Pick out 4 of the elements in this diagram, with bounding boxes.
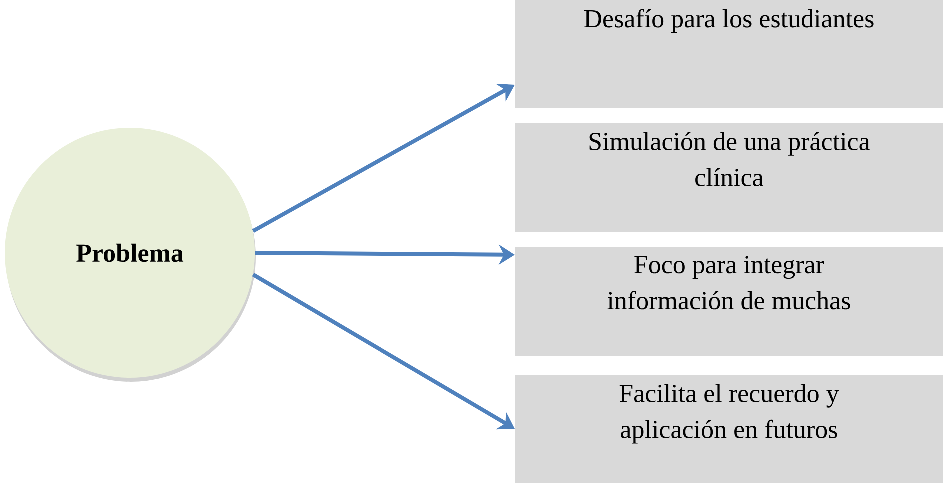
text-box: Facilita el recuerdo y aplicación en futuros (515, 375, 943, 483)
text-box: Simulación de una práctica clínica (515, 123, 943, 232)
text-box: Foco para integrar información de muchas (515, 247, 943, 356)
text-box: Desafío para los estudiantes (515, 0, 943, 108)
